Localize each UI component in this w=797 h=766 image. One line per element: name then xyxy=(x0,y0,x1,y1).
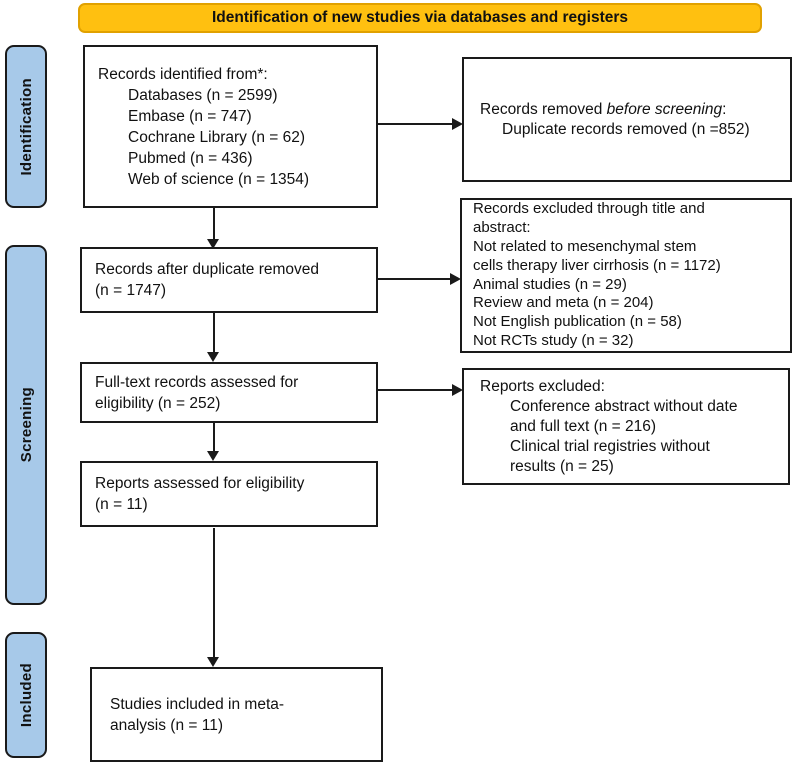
box-records-identified: Records identified from*: Databases (n =… xyxy=(83,45,378,208)
arrowhead-right-icon xyxy=(450,273,461,285)
box-line: Records after duplicate removed xyxy=(95,261,320,278)
box-line: and full text (n = 216) xyxy=(510,417,657,435)
arrowhead-right-icon xyxy=(452,118,463,130)
box-line: Records excluded through title and xyxy=(473,200,705,218)
box-full-text-assessed: Full-text records assessed for eligibili… xyxy=(80,362,378,423)
box-line: Reports excluded: xyxy=(480,377,605,395)
arrowhead-down-icon xyxy=(207,352,219,362)
box-line: Animal studies (n = 29) xyxy=(473,275,627,293)
box-line: results (n = 25) xyxy=(510,457,614,475)
box-line: Records removed before screening: xyxy=(480,100,790,120)
box-records-excluded-title-abstract: Records excluded through title and abstr… xyxy=(460,198,792,353)
box-line: Conference abstract without date xyxy=(510,397,738,415)
connector-line xyxy=(213,423,215,452)
arrowhead-down-icon xyxy=(207,451,219,461)
box-line: Reports assessed for eligibility xyxy=(95,475,305,492)
box-line: (n = 1747) xyxy=(95,282,167,299)
box-line: Records identified from*: xyxy=(98,65,268,83)
stage-identification: Identification xyxy=(5,45,47,208)
box-line: Clinical trial registries without xyxy=(510,437,710,455)
box-line: Cochrane Library (n = 62) xyxy=(128,128,306,146)
box-line: Duplicate records removed (n =852) xyxy=(502,120,750,138)
box-line: Studies included in meta- xyxy=(110,695,285,713)
box-text-italic: before screening xyxy=(606,100,723,118)
box-line: Web of science (n = 1354) xyxy=(128,170,310,188)
stage-included-label: Included xyxy=(17,662,35,728)
arrowhead-down-icon xyxy=(207,239,219,249)
box-reports-excluded: Reports excluded: Conference abstract wi… xyxy=(462,368,790,485)
connector-line xyxy=(378,123,452,125)
arrowhead-right-icon xyxy=(452,384,463,396)
box-line: cells therapy liver cirrhosis (n = 1172) xyxy=(473,256,721,274)
stage-screening: Screening xyxy=(5,245,47,605)
box-line: Embase (n = 747) xyxy=(128,107,252,125)
box-line: Not RCTs study (n = 32) xyxy=(473,331,634,349)
box-text: Records removed xyxy=(480,100,607,118)
connector-line xyxy=(213,208,215,239)
box-reports-assessed: Reports assessed for eligibility (n = 11… xyxy=(80,461,378,527)
box-line: analysis (n = 11) xyxy=(110,716,224,734)
box-line: Not related to mesenchymal stem xyxy=(473,237,697,255)
connector-line xyxy=(213,313,215,353)
box-studies-included: Studies included in meta- analysis (n = … xyxy=(90,667,383,762)
box-records-after-duplicate-removed: Records after duplicate removed (n = 174… xyxy=(80,247,378,313)
box-line: Databases (n = 2599) xyxy=(128,86,278,104)
box-line: Pubmed (n = 436) xyxy=(128,149,253,167)
box-records-removed-before-screening: Records removed before screening: Duplic… xyxy=(462,57,792,182)
banner: Identification of new studies via databa… xyxy=(78,3,762,33)
stage-included: Included xyxy=(5,632,47,758)
connector-line xyxy=(213,528,215,658)
connector-line xyxy=(378,389,452,391)
box-line: (n = 11) xyxy=(95,496,148,513)
stage-identification-label: Identification xyxy=(17,77,35,176)
arrowhead-down-icon xyxy=(207,657,219,667)
box-line: abstract: xyxy=(473,219,531,237)
box-line: Not English publication (n = 58) xyxy=(473,313,682,331)
stage-screening-label: Screening xyxy=(17,387,35,463)
box-line: eligibility (n = 252) xyxy=(95,394,221,412)
box-text: : xyxy=(722,100,727,118)
connector-line xyxy=(378,278,450,280)
banner-label: Identification of new studies via databa… xyxy=(211,9,629,26)
box-line: Review and meta (n = 204) xyxy=(473,294,654,312)
box-line: Full-text records assessed for xyxy=(95,373,299,391)
